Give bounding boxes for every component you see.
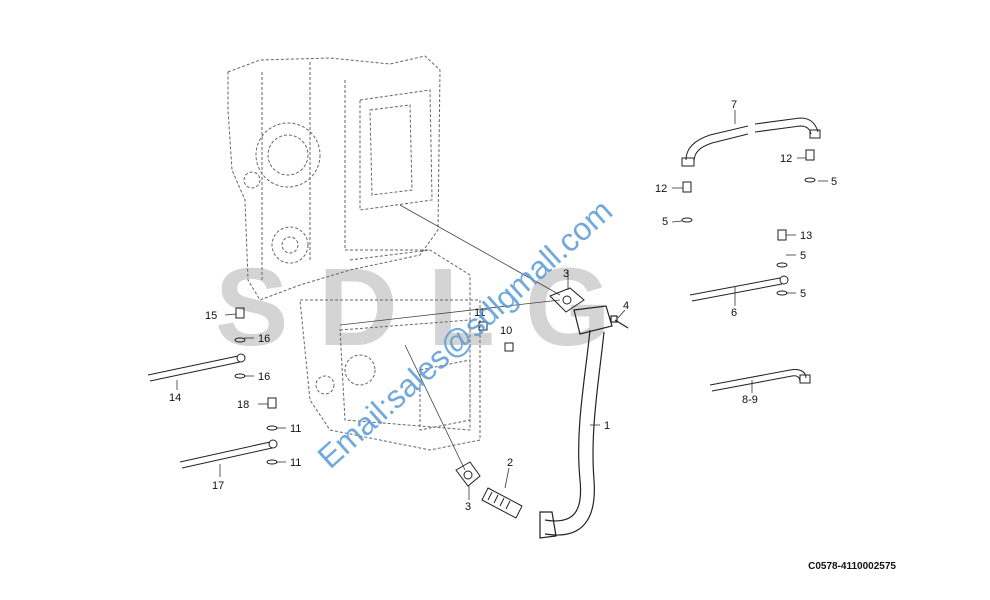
callout-5-a: 5 xyxy=(662,216,668,228)
hose-assembly-6 xyxy=(689,229,789,302)
hose-assembly-17 xyxy=(179,397,278,469)
callout-14: 14 xyxy=(169,392,181,404)
gasket-lower xyxy=(455,461,481,487)
callout-16-a: 16 xyxy=(258,333,270,345)
callout-2: 2 xyxy=(507,457,513,469)
callout-8-9: 8-9 xyxy=(742,394,758,406)
hose-assembly-14 xyxy=(147,307,246,382)
callout-11-b: 11 xyxy=(290,423,301,435)
callout-13: 13 xyxy=(800,230,812,242)
watermark-logo: SDLG xyxy=(215,246,641,369)
drawing-code: C0578-4110002575 xyxy=(808,561,896,572)
callout-6: 6 xyxy=(731,307,737,319)
plug-center xyxy=(478,321,488,331)
callout-11-center: 11 xyxy=(474,307,485,319)
callout-12-b: 12 xyxy=(780,153,792,165)
callout-4: 4 xyxy=(623,300,629,312)
callout-15: 15 xyxy=(205,310,217,322)
callout-12-a: 12 xyxy=(655,183,667,195)
hose-assembly-7 xyxy=(681,117,821,167)
callout-3-upper: 3 xyxy=(563,268,569,280)
callout-5-d: 5 xyxy=(800,288,806,300)
main-pipe xyxy=(539,305,613,539)
callout-3-lower: 3 xyxy=(465,501,471,513)
callout-5-c: 5 xyxy=(800,250,806,262)
leader-lines xyxy=(339,204,561,471)
callout-18: 18 xyxy=(237,399,249,411)
callout-16-b: 16 xyxy=(258,371,270,383)
callout-1: 1 xyxy=(604,420,610,432)
callout-11-c: 11 xyxy=(290,457,301,469)
short-hose xyxy=(481,487,523,519)
callout-17: 17 xyxy=(212,480,224,492)
hose-assembly-8-9 xyxy=(709,369,811,392)
callout-leaders xyxy=(176,110,828,500)
gasket-upper xyxy=(549,287,585,313)
transmission-housing xyxy=(227,55,481,451)
callout-7: 7 xyxy=(731,99,737,111)
callout-labels: 1 2 3 3 4 5 5 5 5 6 7 8-9 10 11 11 11 12… xyxy=(169,99,837,513)
callout-10: 10 xyxy=(500,325,512,337)
callout-5-b: 5 xyxy=(831,176,837,188)
plug xyxy=(504,342,514,352)
bolt xyxy=(610,315,629,329)
fittings-12-5 xyxy=(681,149,816,223)
